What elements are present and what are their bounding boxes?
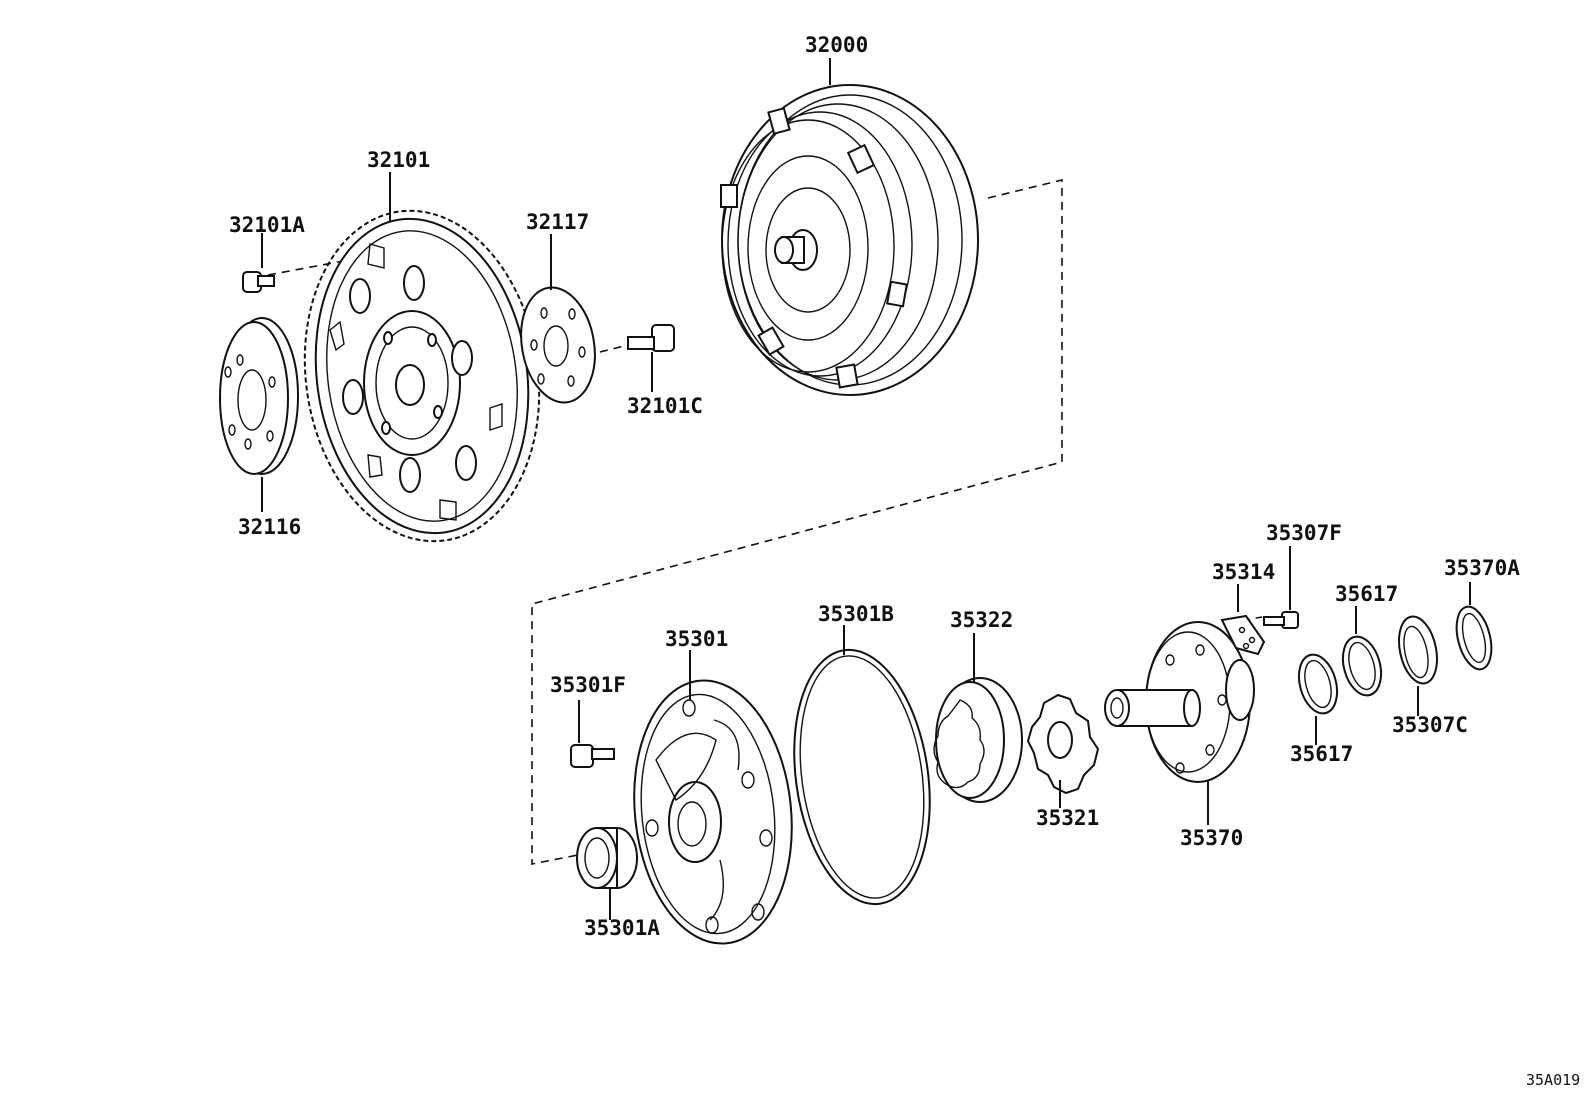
stator-shaft-35370[interactable]	[1104, 621, 1255, 783]
label-32117[interactable]: 32117	[526, 210, 589, 234]
torque-converter-32000[interactable]	[720, 84, 979, 396]
oil-seal-35301A[interactable]	[576, 827, 638, 889]
label-35617-bottom[interactable]: 35617	[1290, 742, 1353, 766]
label-35322[interactable]: 35322	[950, 608, 1013, 632]
drive-plate-32101[interactable]	[284, 195, 560, 556]
label-35307F[interactable]: 35307F	[1266, 521, 1342, 545]
label-35370A[interactable]: 35370A	[1444, 556, 1520, 580]
label-35307C[interactable]: 35307C	[1392, 713, 1468, 737]
label-35301A[interactable]: 35301A	[584, 916, 660, 940]
label-35321[interactable]: 35321	[1036, 806, 1099, 830]
label-35617-top[interactable]: 35617	[1335, 582, 1398, 606]
label-32116[interactable]: 32116	[238, 515, 301, 539]
outer-gear-35322[interactable]	[933, 677, 1023, 803]
plate-32117[interactable]	[512, 282, 603, 409]
label-32101[interactable]: 32101	[367, 148, 430, 172]
inner-gear-35321[interactable]	[1026, 693, 1100, 795]
label-35301B[interactable]: 35301B	[818, 602, 894, 626]
bearing-35307C[interactable]	[1393, 613, 1442, 687]
label-32101A[interactable]: 32101A	[229, 213, 305, 237]
diagram-code: 35A019	[1526, 1071, 1580, 1089]
seal-ring-35617-a[interactable]	[1337, 632, 1387, 699]
label-35314[interactable]: 35314	[1212, 560, 1275, 584]
o-ring-35301B[interactable]	[779, 641, 945, 913]
label-35301F[interactable]: 35301F	[550, 673, 626, 697]
plate-35314[interactable]	[1220, 614, 1266, 656]
label-32000[interactable]: 32000	[805, 33, 868, 57]
bolt-35307F[interactable]	[1263, 611, 1299, 629]
seal-ring-35617-b[interactable]	[1293, 650, 1343, 717]
bolt-32101A[interactable]	[242, 271, 275, 293]
bolt-32101C[interactable]	[627, 324, 675, 352]
label-32101C[interactable]: 32101C	[627, 394, 703, 418]
oil-pump-body-35301[interactable]	[622, 673, 805, 952]
washer-35370A[interactable]	[1451, 603, 1498, 673]
bolt-35301F[interactable]	[570, 744, 615, 768]
spacer-plate-32116[interactable]	[219, 317, 299, 475]
label-35301[interactable]: 35301	[665, 627, 728, 651]
label-35370[interactable]: 35370	[1180, 826, 1243, 850]
